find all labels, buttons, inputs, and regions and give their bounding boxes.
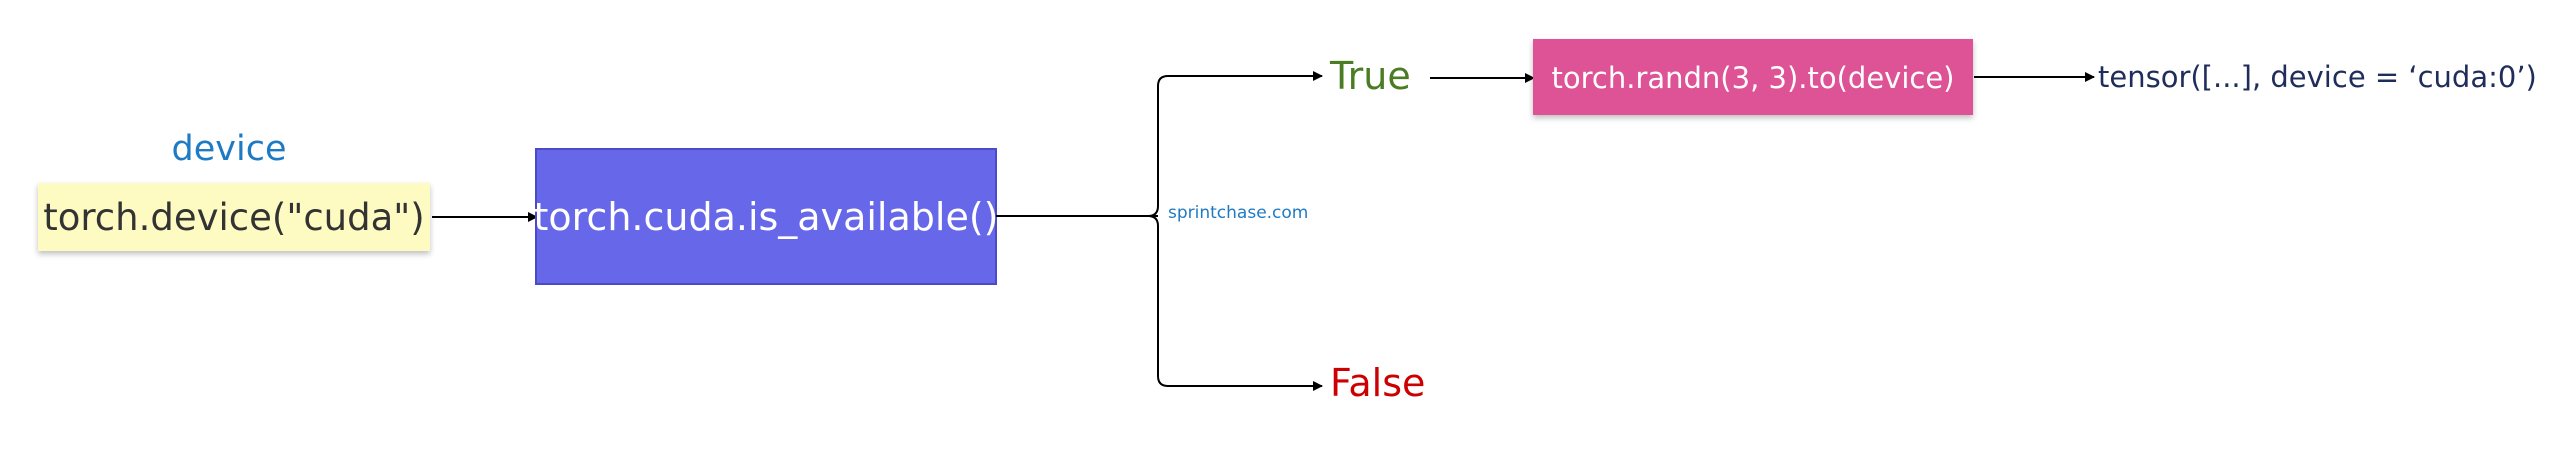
false-branch-label: False [1330, 361, 1425, 405]
availability-check-box [535, 148, 997, 285]
tensor-op-box [1533, 39, 1973, 115]
source-box [38, 183, 430, 251]
watermark-text: sprintchase.com [1168, 203, 1308, 223]
source-label: torch.device("cuda") [43, 196, 425, 239]
availability-check-node: torch.cuda.is_available() [534, 148, 999, 285]
result-label: tensor([...], device = ‘cuda:0’) [2098, 60, 2537, 94]
tensor-op-node: torch.randn(3, 3).to(device) [1533, 39, 1973, 115]
device-label: device [172, 129, 287, 169]
tensor-op-label: torch.randn(3, 3).to(device) [1552, 61, 1955, 95]
availability-check-label: torch.cuda.is_available() [534, 195, 999, 239]
true-branch-label: True [1329, 54, 1411, 98]
source-node: torch.device("cuda") [38, 183, 430, 251]
branch-bracket [1147, 75, 1169, 387]
